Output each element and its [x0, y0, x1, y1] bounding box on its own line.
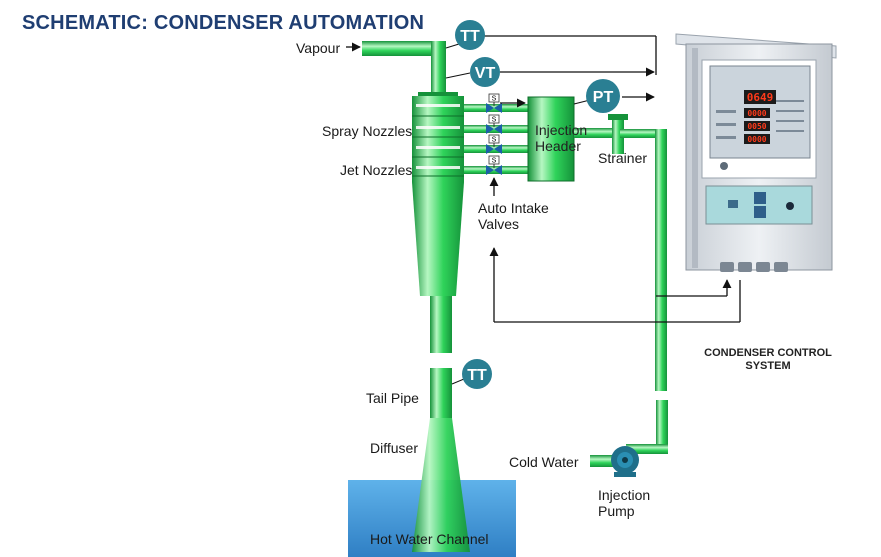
valve-solenoid-tag: S [492, 117, 497, 124]
strainer-label: Strainer [598, 150, 648, 166]
vapour-inlet-pipe [362, 41, 446, 93]
valve-solenoid-tag: S [492, 96, 497, 103]
strainer [574, 114, 668, 454]
control-system-label-1: CONDENSER CONTROL [704, 347, 832, 359]
tt-tail-label: TT [467, 367, 487, 384]
pt-label: PT [593, 89, 614, 106]
tail-pipe-label: Tail Pipe [366, 390, 419, 406]
tt-top-label: TT [460, 28, 480, 45]
auto-intake-label-2: Valves [478, 216, 519, 232]
valve-solenoid-tag: S [492, 137, 497, 144]
pressure-transmitter[interactable]: PT [573, 79, 620, 113]
control-system-label-2: SYSTEM [745, 360, 791, 372]
sub-display-1: 0000 [747, 109, 766, 118]
auto-intake-valves: S S S S [486, 93, 502, 175]
injection-header [527, 96, 575, 182]
vapour-label: Vapour [296, 40, 341, 56]
condenser-body [412, 92, 464, 353]
condenser-control-panel[interactable]: 0649 0000 0050 0000 [675, 33, 837, 272]
sub-display-2: 0050 [747, 122, 766, 131]
intake-valve[interactable]: S [486, 93, 502, 113]
injection-pump-label-1: Injection [598, 487, 651, 503]
injection-header-label-2: Header [535, 138, 581, 154]
jet-nozzles-label: Jet Nozzles [340, 162, 413, 178]
main-display-value: 0649 [747, 91, 774, 104]
auto-intake-label-1: Auto Intake [478, 200, 549, 216]
sub-display-3: 0000 [747, 135, 766, 144]
signal-lines [346, 35, 741, 323]
vacuum-transmitter[interactable]: VT [445, 57, 500, 87]
injection-pump [590, 446, 639, 477]
temperature-transmitter-top[interactable]: TT [445, 20, 485, 50]
injection-pump-label-2: Pump [598, 503, 635, 519]
cold-water-label: Cold Water [509, 454, 579, 470]
vt-label: VT [475, 65, 496, 82]
hot-water-channel-label: Hot Water Channel [370, 531, 489, 547]
intake-valve[interactable]: S [486, 114, 502, 134]
intake-valve[interactable]: S [486, 155, 502, 175]
page-title: SCHEMATIC: CONDENSER AUTOMATION [22, 12, 425, 34]
diffuser-label: Diffuser [370, 440, 418, 456]
spray-nozzles-label: Spray Nozzles [322, 123, 413, 139]
tail-pipe [412, 368, 470, 552]
temperature-transmitter-tail[interactable]: TT [451, 359, 492, 389]
intake-valve[interactable]: S [486, 134, 502, 154]
injection-header-label-1: Injection [535, 122, 588, 138]
valve-solenoid-tag: S [492, 158, 497, 165]
